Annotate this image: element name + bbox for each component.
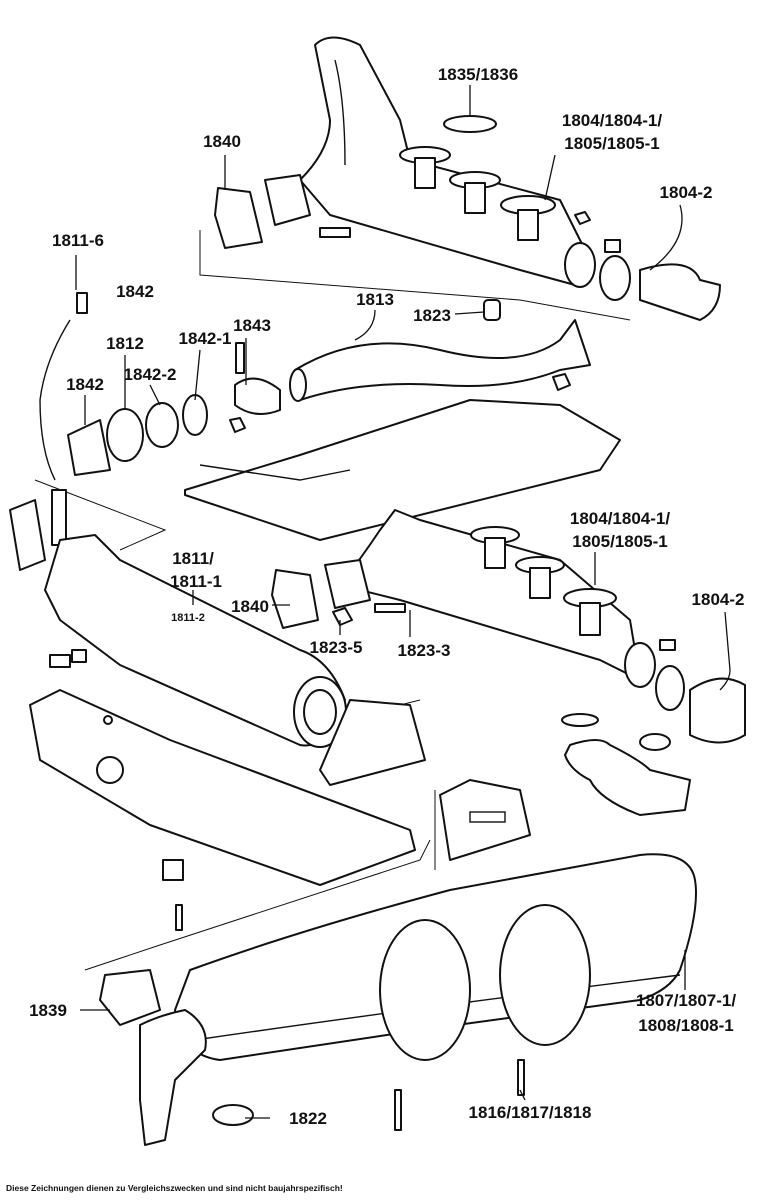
- rear-muffler: [99, 853, 697, 1146]
- part-labels: 1835/1836 1804/1804-1/ 1805/1805-1 1840 …: [29, 65, 744, 1128]
- label-1807-2: 1808/1808-1: [638, 1016, 733, 1035]
- label-1804-bottom-2: 1805/1805-1: [572, 532, 667, 551]
- label-1823-3: 1823-3: [398, 641, 451, 660]
- label-1842-2: 1842-2: [124, 365, 177, 384]
- label-1811: 1811/: [172, 549, 214, 568]
- clamp-and-rings: [67, 342, 281, 476]
- label-1840-bottom: 1840: [231, 597, 269, 616]
- label-1804-bottom-1: 1804/1804-1/: [570, 509, 670, 528]
- disclaimer-footer: Diese Zeichnungen dienen zu Vergleichszw…: [6, 1183, 343, 1193]
- label-1839: 1839: [29, 1001, 67, 1020]
- label-1804-top-2: 1805/1805-1: [564, 134, 659, 153]
- label-1804-top-1: 1804/1804-1/: [562, 111, 662, 130]
- crossover-pipe: [289, 299, 591, 402]
- label-1842-mid: 1842: [66, 375, 104, 394]
- label-1813: 1813: [356, 290, 394, 309]
- label-1811-6: 1811-6: [52, 231, 104, 250]
- label-1822: 1822: [289, 1109, 327, 1128]
- label-1812: 1812: [106, 334, 144, 353]
- mounting-brackets: [319, 699, 531, 861]
- label-1811-1: 1811-1: [170, 572, 222, 591]
- lower-heat-shield: [29, 689, 416, 931]
- label-1840-top: 1840: [203, 132, 241, 151]
- label-1842-1: 1842-1: [179, 329, 232, 348]
- label-1823-5: 1823-5: [310, 638, 363, 657]
- label-1807-1: 1807/1807-1/: [636, 991, 736, 1010]
- catalytic-converter: [44, 534, 347, 748]
- elbow-pipes-lower: [561, 639, 746, 816]
- label-1843: 1843: [233, 316, 271, 335]
- label-1804-2-bottom: 1804-2: [692, 590, 745, 609]
- lower-heat-exchanger: [271, 509, 656, 688]
- upper-heat-exchanger: [214, 36, 596, 288]
- label-1811-2: 1811-2: [171, 612, 205, 624]
- middle-heat-shield: [184, 399, 621, 541]
- label-1842-top: 1842: [116, 282, 154, 301]
- label-1835: 1835/1836: [438, 65, 518, 84]
- label-1816: 1816/1817/1818: [469, 1103, 592, 1122]
- label-1823: 1823: [413, 306, 451, 325]
- leader-lines: [75, 85, 731, 1119]
- label-1804-2-top: 1804-2: [660, 183, 713, 202]
- elbow-pipe-top: [599, 239, 721, 321]
- oxygen-sensor: [9, 292, 88, 571]
